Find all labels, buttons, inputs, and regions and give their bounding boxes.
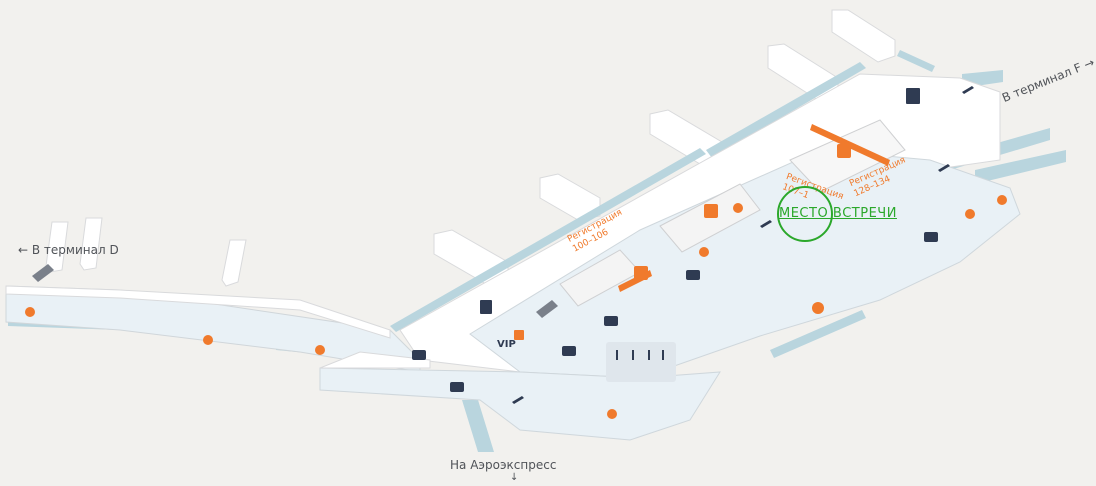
restaurant-icon	[606, 342, 676, 382]
shop-icon	[699, 195, 1007, 314]
baggage-icon	[412, 232, 938, 392]
aeroexpress-label[interactable]: На Аэроэкспресс	[450, 458, 557, 472]
departure-hall	[399, 73, 1021, 379]
jet-bridges	[45, 9, 896, 287]
departure-plane-icon	[512, 86, 974, 404]
aeroexpress-arrow-icon: ↓	[510, 472, 519, 483]
arrivals-hall	[319, 351, 721, 441]
info-icon	[514, 144, 851, 340]
meeting-point-circle	[777, 186, 833, 242]
meeting-point-link[interactable]: МЕСТО ВСТРЕЧИ	[779, 206, 897, 221]
escalator-icon	[32, 264, 558, 318]
vip-label: VIP	[497, 339, 516, 350]
elevator-icon	[480, 88, 920, 314]
terminal-d-label[interactable]: ← В терминал D	[18, 243, 119, 257]
toilet-icon	[25, 209, 975, 419]
